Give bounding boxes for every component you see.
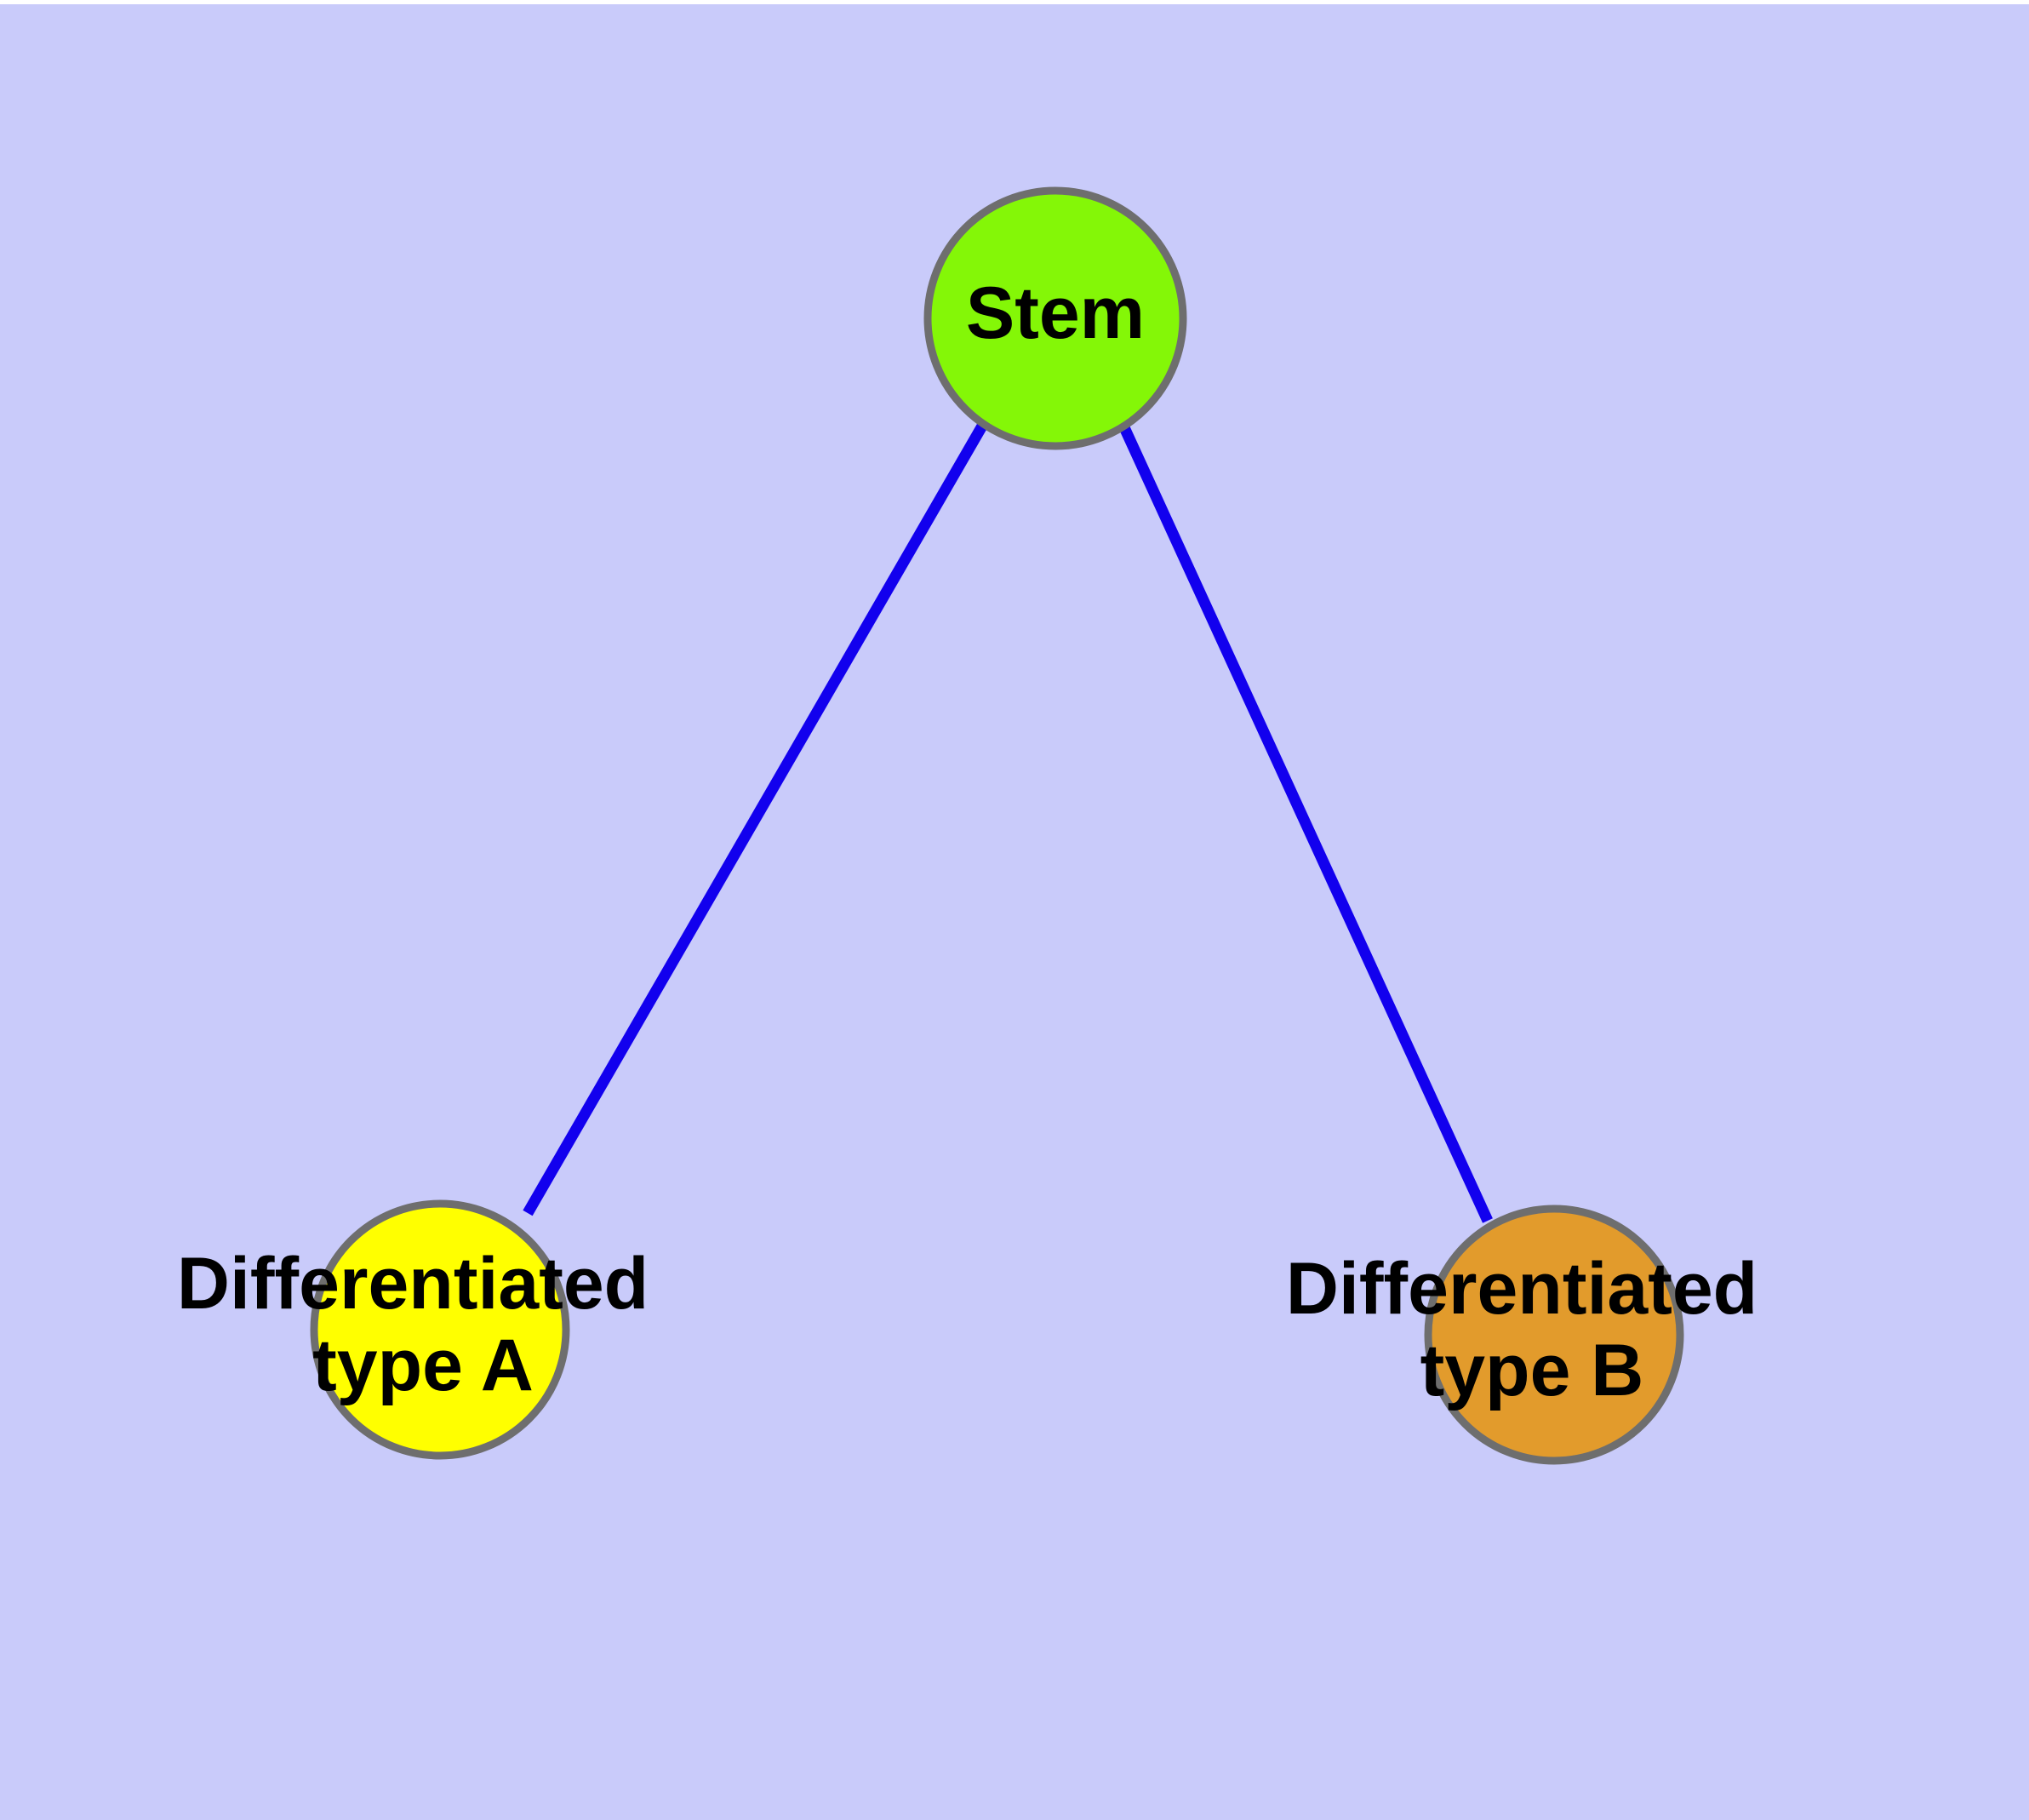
node-layer — [310, 186, 1684, 1465]
node-diff-a-label-line-1: Differentiated — [177, 1243, 649, 1325]
node-stem-circle[interactable] — [923, 186, 1187, 450]
node-diff-b-label-line-2: type B — [1420, 1330, 1644, 1411]
label-layer: Differentiated type A Differentiated typ… — [177, 272, 1778, 1411]
node-diff-a[interactable] — [310, 1199, 570, 1460]
node-diff-a-circle[interactable] — [310, 1199, 570, 1460]
node-diff-b-circle[interactable] — [1424, 1205, 1684, 1465]
node-diff-b-label-line-1: Differentiated — [1286, 1248, 1758, 1330]
edge-stem-to-diff-a[interactable] — [523, 420, 989, 1216]
node-diff-a-label-line-2: type A — [312, 1325, 534, 1406]
node-diff-a-label: Differentiated type A — [177, 1243, 669, 1406]
edge-layer — [523, 420, 1493, 1223]
node-stem[interactable] — [923, 186, 1187, 450]
node-stem-label-line-1: Stem — [966, 272, 1145, 354]
node-stem-label: Stem — [966, 272, 1145, 354]
edge-stem-to-diff-b[interactable] — [1118, 423, 1493, 1223]
node-diff-b-label: Differentiated type B — [1286, 1248, 1778, 1411]
node-diff-b[interactable] — [1424, 1205, 1684, 1465]
